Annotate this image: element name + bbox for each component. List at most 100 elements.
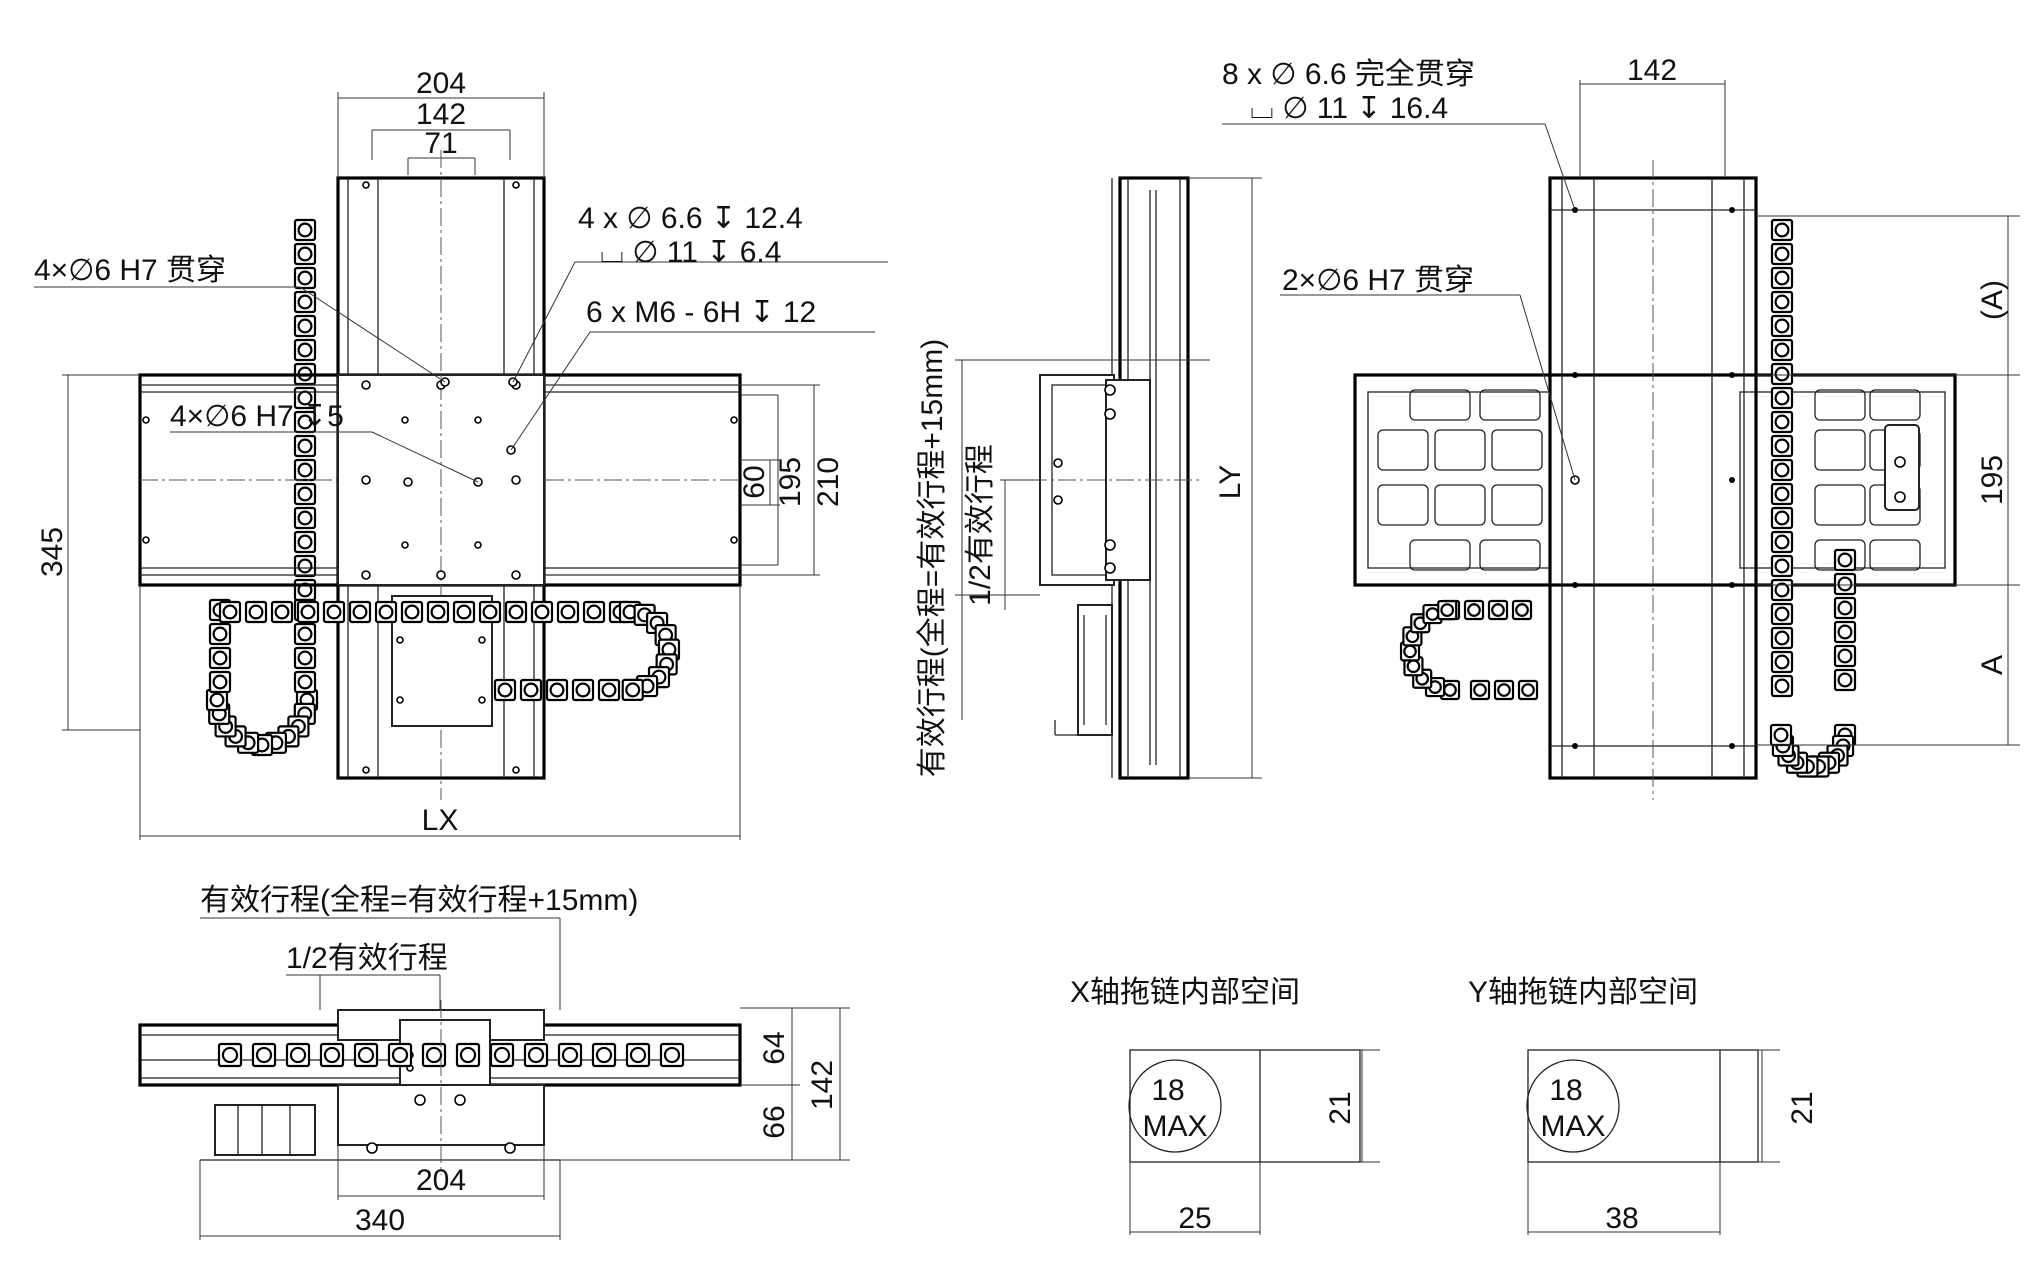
chain-link-pin <box>297 674 313 690</box>
chain-link-pin <box>1773 727 1789 743</box>
chain-x-section: X轴拖链内部空间 18 MAX 21 25 <box>1070 976 1380 1235</box>
chain-link-pin <box>297 626 313 642</box>
chain-link-pin <box>297 462 313 478</box>
chain-link-pin <box>1774 534 1790 550</box>
chain-link-pin <box>663 1046 681 1064</box>
chain-link-pin <box>255 1046 273 1064</box>
chain-link-pin <box>391 1046 409 1064</box>
note-counterbore-line2: ⌴ ∅ 11 ↧ 6.4 <box>600 236 781 269</box>
chain-link-pin <box>297 438 313 454</box>
x-cable-chain-right <box>1399 599 1539 701</box>
chain-link-pin <box>459 1046 477 1064</box>
chain-y-height: 21 <box>1786 1091 1819 1124</box>
chain-link-pin <box>1774 606 1790 622</box>
chain-link-pin <box>1774 486 1790 502</box>
chain-link-pin <box>378 604 394 620</box>
y-cable-chain-right <box>1769 218 1857 778</box>
chain-x-width: 25 <box>1178 1202 1211 1235</box>
chain-link-pin <box>1774 462 1790 478</box>
chain-link-pin <box>1837 576 1853 592</box>
chain-link-pin <box>561 1046 579 1064</box>
front-chain-box <box>214 1104 316 1156</box>
y-side-chain <box>1077 604 1113 736</box>
chain-link-pin <box>534 604 550 620</box>
chain-link-pin <box>212 626 228 642</box>
chain-link-pin <box>1837 672 1853 688</box>
chain-link-pin <box>430 604 446 620</box>
chain-link-pin <box>1774 390 1790 406</box>
x-stroke-full-label: 有效行程(全程=有效行程+15mm) <box>200 884 638 917</box>
chain-link-pin <box>1473 683 1487 697</box>
chain-link-pin <box>289 1046 307 1064</box>
chain-link-pin <box>222 604 238 620</box>
chain-link-pin <box>297 558 313 574</box>
chain-y-title: Y轴拖链内部空间 <box>1468 976 1698 1009</box>
chain-link-pin <box>1774 678 1790 694</box>
chain-link-pin <box>527 1046 545 1064</box>
chain-link-pin <box>1406 659 1421 674</box>
chain-link-pin <box>1774 366 1790 382</box>
chain-link-pin <box>523 682 539 698</box>
chain-link-pin <box>575 682 591 698</box>
chain-link-pin <box>482 604 498 620</box>
base-pockets <box>1377 389 1921 571</box>
chain-link-pin <box>352 604 368 620</box>
top-dims <box>62 92 820 840</box>
dim-right-a: A <box>1976 655 2009 675</box>
chain-link-pin <box>549 682 565 698</box>
chain-link-pin <box>1774 318 1790 334</box>
dim-top-60: 60 <box>738 465 771 498</box>
chain-link-pin <box>1774 414 1790 430</box>
chain-link-pin <box>323 1046 341 1064</box>
chain-link-pin <box>1837 624 1853 640</box>
chain-link-pin <box>1837 600 1853 616</box>
chain-link-pin <box>1837 648 1853 664</box>
chain-y-max-value: 18 <box>1549 1074 1582 1107</box>
chain-link-pin <box>300 604 316 620</box>
chain-link-pin <box>1774 630 1790 646</box>
table-holes <box>361 181 521 774</box>
dim-top-lx: LX <box>422 804 459 837</box>
y-cable-chain-top <box>205 218 319 757</box>
front-chain-links <box>217 1042 685 1068</box>
chain-link-pin <box>404 604 420 620</box>
chain-link-pin <box>1774 558 1790 574</box>
chain-link-pin <box>493 1046 511 1064</box>
right-x-base <box>1353 373 1957 587</box>
chain-link-pin <box>1425 607 1440 621</box>
chain-link-pin <box>508 604 524 620</box>
chain-link-pin <box>497 682 513 698</box>
top-leaders <box>34 261 888 483</box>
chain-y-width: 38 <box>1605 1202 1638 1235</box>
front-view: 有效行程(全程=有效行程+15mm) 1/2有效行程 <box>138 884 850 1240</box>
chain-link-pin <box>456 604 472 620</box>
chain-link-pin <box>1774 294 1790 310</box>
right-view: 142 (A) 195 A 8 x ∅ 6.6 完全贯穿 ⌴ ∅ 11 ↧ 16… <box>1222 54 2020 800</box>
chain-link-pin <box>297 318 313 334</box>
chain-link-pin <box>560 604 576 620</box>
chain-link-pin <box>1467 603 1481 617</box>
chain-link-pin <box>326 604 342 620</box>
dim-right-195: 195 <box>1976 455 2009 505</box>
chain-link-pin <box>625 682 641 698</box>
note-right-thru-line2: ⌴ ∅ 11 ↧ 16.4 <box>1250 92 1448 125</box>
dim-right-a-paren: (A) <box>1976 280 2009 320</box>
dim-front-340: 340 <box>355 1204 405 1237</box>
chain-link-pin <box>1774 510 1790 526</box>
note-h7-thru-4: 4×∅6 H7 贯穿 <box>34 254 226 287</box>
chain-link-pin <box>297 222 313 238</box>
chain-link-pin <box>595 1046 613 1064</box>
chain-link-pin <box>601 682 617 698</box>
chain-link-pin <box>1403 644 1417 659</box>
chain-link-pin <box>297 486 313 502</box>
dim-top-204: 204 <box>416 67 466 100</box>
chain-link-pin <box>1491 603 1505 617</box>
dim-top-195: 195 <box>774 457 807 507</box>
chain-link-pin <box>1443 683 1457 697</box>
note-tapped-holes: 6 x M6 - 6H ↧ 12 <box>586 296 816 329</box>
chain-link-pin <box>586 604 602 620</box>
chain-link-pin <box>297 650 313 666</box>
x-cable-chain-top <box>218 600 681 702</box>
dim-front-66: 66 <box>758 1105 791 1138</box>
